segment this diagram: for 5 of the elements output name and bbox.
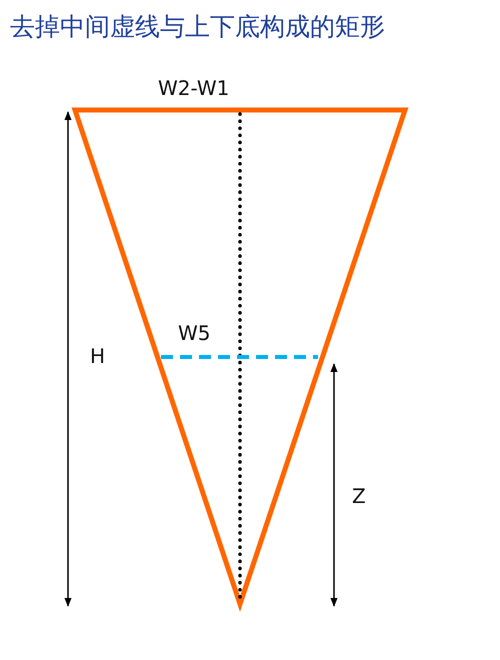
- dimension-label: W2-W1: [158, 78, 230, 98]
- title: 去掉中间虚线与上下底构成的矩形: [10, 14, 385, 39]
- dimension-label: Z: [352, 486, 366, 506]
- dimension-label: H: [90, 346, 106, 366]
- dimension-label: W5: [178, 323, 210, 343]
